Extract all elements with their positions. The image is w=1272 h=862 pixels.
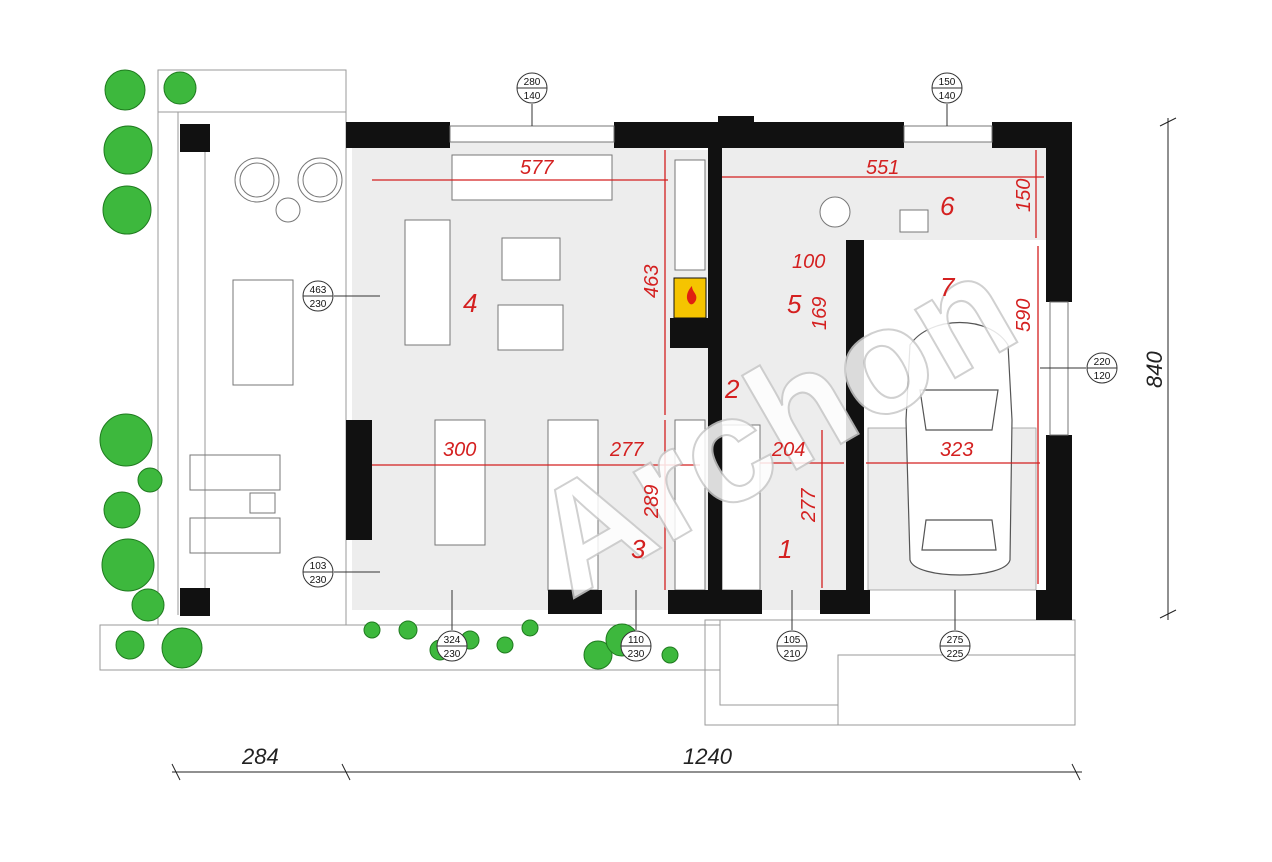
svg-text:210: 210 [784,649,801,660]
fireplace-icon [673,277,707,319]
svg-text:324: 324 [444,635,461,646]
dim-bath-depth: 169 [809,297,831,330]
walls [180,116,1072,620]
dim-total-width: 1240 [683,744,733,769]
svg-text:280: 280 [524,77,541,88]
dim-total-depth: 840 [1142,351,1167,388]
svg-text:150: 150 [939,77,956,88]
plants [99,69,679,670]
dim-hall-width: 204 [771,439,805,461]
svg-text:140: 140 [524,91,541,102]
svg-text:103: 103 [310,561,327,572]
svg-text:463: 463 [310,285,327,296]
dim-hall-depth: 277 [798,488,820,523]
window-tag: 463 230 [302,280,380,312]
living-furniture [404,154,929,591]
dim-kitchen-depth: 289 [641,485,663,519]
window-tag: 220 120 [1040,352,1118,384]
window-tag: 324 230 [436,590,468,662]
dim-dining-width: 300 [443,439,476,461]
dim-terrace: 284 [241,744,279,769]
svg-text:275: 275 [947,635,964,646]
dim-living-width: 577 [520,157,554,179]
room-3-label: 3 [631,534,646,564]
terrace-furniture [189,157,343,554]
svg-text:140: 140 [939,91,956,102]
room-2-label: 2 [724,374,740,404]
dim-garage-depth: 590 [1013,299,1035,332]
window-tag: 280 140 [516,72,548,126]
inner-dimension-labels: 577 551 300 277 204 323 100 463 289 277 … [443,157,1035,523]
room-labels: 1 2 3 4 5 6 7 [463,191,956,564]
outer-dimension-lines [171,117,1177,781]
svg-text:105: 105 [784,635,801,646]
dim-living-depth: 463 [641,265,663,298]
room-6-label: 6 [940,191,955,221]
svg-text:230: 230 [444,649,461,660]
dim-bath-width: 100 [792,251,825,273]
dim-utility-depth: 150 [1013,179,1035,212]
svg-text:120: 120 [1094,371,1111,382]
window-tag: 105 210 [776,590,808,662]
window-tag: 103 230 [302,556,380,588]
car-icon [905,321,1013,576]
svg-text:230: 230 [310,299,327,310]
window-tags: 280 140 150 140 463 230 220 120 103 230 [302,72,1118,662]
room-4-label: 4 [463,288,477,318]
svg-text:230: 230 [628,649,645,660]
window-tag: 275 225 [939,590,971,662]
window-tag: 110 230 [620,590,652,662]
room-1-label: 1 [778,534,792,564]
svg-text:230: 230 [310,575,327,586]
outer-dimension-labels: 284 1240 840 [241,351,1167,769]
svg-text:225: 225 [947,649,964,660]
window-tag: 150 140 [931,72,963,126]
dim-garage-width: 323 [940,439,973,461]
svg-text:110: 110 [628,635,644,646]
svg-text:220: 220 [1094,357,1111,368]
dim-utility-width: 551 [866,157,899,179]
room-7-label: 7 [940,272,956,302]
dim-kitchen-width: 277 [609,439,644,461]
dimension-lines [372,150,1044,590]
room-5-label: 5 [787,289,802,319]
